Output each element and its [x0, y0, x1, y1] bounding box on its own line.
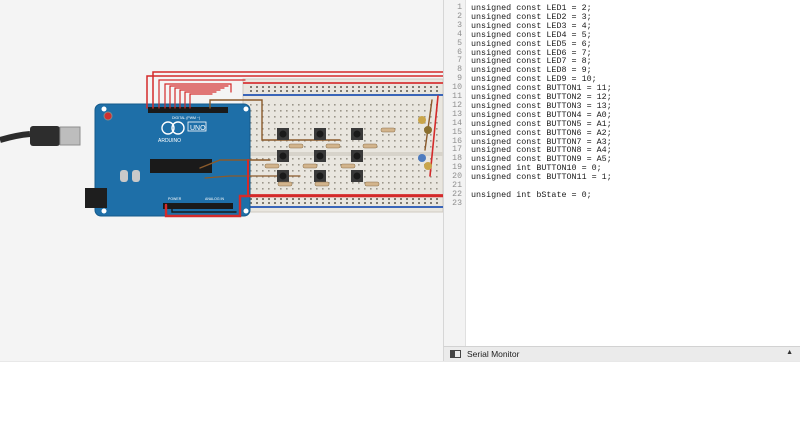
line-number: 16 [452, 136, 462, 146]
line-number: 18 [452, 154, 462, 164]
serial-monitor-icon[interactable] [450, 350, 461, 358]
code-line[interactable]: unsigned const LED8 = 9; [471, 65, 592, 76]
resistor [340, 163, 356, 169]
code-line[interactable]: unsigned const LED1 = 2; [471, 3, 592, 13]
serial-monitor-label[interactable]: Serial Monitor [467, 349, 520, 359]
code-line[interactable]: unsigned const BUTTON4 = A0; [471, 109, 612, 120]
line-number: 15 [452, 127, 462, 137]
power-jack [85, 188, 107, 208]
wires[interactable] [146, 71, 443, 218]
circuit-drawing[interactable]: ARDUINO UNO DIGITAL (PWM ~) POWER ANALOG… [0, 0, 443, 361]
board-brand-text: ARDUINO [158, 138, 181, 144]
circuit-canvas[interactable]: ARDUINO UNO DIGITAL (PWM ~) POWER ANALOG… [0, 0, 443, 361]
line-number: 21 [452, 181, 462, 190]
code-line[interactable]: unsigned const LED3 = 4; [471, 20, 592, 31]
line-number: 19 [452, 163, 462, 173]
push-button[interactable] [351, 128, 363, 140]
led[interactable] [424, 126, 432, 134]
resistor [302, 163, 318, 169]
power-label: POWER [168, 197, 182, 201]
capacitor [132, 170, 140, 182]
arduino-board[interactable]: ARDUINO UNO DIGITAL (PWM ~) POWER ANALOG… [85, 103, 251, 217]
code-line[interactable]: unsigned const BUTTON9 = A5; [471, 154, 612, 165]
code-line[interactable]: unsigned const LED5 = 6; [471, 38, 592, 49]
usb-cable[interactable] [0, 126, 81, 146]
digital-header [148, 107, 228, 113]
push-button[interactable] [351, 170, 363, 182]
atmega-chip [150, 159, 212, 173]
code-line[interactable]: unsigned const BUTTON11 = 1; [471, 172, 612, 183]
led[interactable] [418, 154, 426, 162]
board-model-text: UNO [190, 125, 206, 132]
push-button[interactable] [277, 128, 289, 140]
code-line[interactable]: unsigned const BUTTON8 = A4; [471, 145, 612, 156]
code-line[interactable]: unsigned const BUTTON6 = A2; [471, 127, 612, 138]
resistor [362, 143, 378, 149]
line-number: 4 [457, 29, 462, 39]
code-line[interactable]: unsigned const LED4 = 5; [471, 29, 592, 40]
code-line[interactable]: unsigned int bState = 0; [471, 189, 592, 200]
push-button[interactable] [314, 150, 326, 162]
push-button[interactable] [314, 170, 326, 182]
code-line[interactable]: unsigned const LED6 = 7; [471, 47, 592, 58]
resistor [364, 181, 380, 187]
code-line[interactable]: unsigned const LED9 = 10; [471, 74, 597, 85]
code-line[interactable]: unsigned const LED2 = 3; [471, 11, 592, 22]
code-line[interactable]: unsigned const BUTTON7 = A3; [471, 136, 612, 147]
code-line[interactable]: unsigned const BUTTON1 = 11; [471, 83, 612, 94]
power-analog-header [163, 203, 233, 209]
resistor [314, 181, 330, 187]
breadboard[interactable] [242, 78, 443, 213]
code-line[interactable]: unsigned const BUTTON5 = A1; [471, 118, 612, 129]
push-buttons[interactable] [277, 128, 363, 182]
line-number: 8 [457, 65, 462, 75]
led[interactable] [418, 116, 426, 124]
caret-up-icon[interactable]: ▲ [786, 349, 793, 356]
line-number: 1 [457, 3, 462, 12]
serial-monitor-bar[interactable]: Serial Monitor ▲ [443, 346, 800, 362]
code-line[interactable]: unsigned const BUTTON2 = 12; [471, 92, 612, 102]
resistor [264, 163, 280, 169]
resistors [264, 127, 396, 187]
resistor [380, 127, 396, 133]
leds[interactable] [418, 116, 432, 170]
resistor [277, 181, 293, 187]
line-number: 3 [457, 20, 462, 30]
line-number: 9 [457, 74, 462, 84]
resistor [288, 143, 304, 149]
arduino-logo-icon [161, 121, 185, 135]
push-button[interactable] [351, 150, 363, 162]
line-number: 20 [452, 172, 462, 182]
page-divider [0, 361, 800, 362]
line-number: 17 [452, 145, 462, 155]
resistor [325, 143, 341, 149]
line-number: 13 [452, 109, 462, 119]
reset-button[interactable] [103, 111, 113, 121]
line-number: 10 [452, 83, 462, 93]
code-line[interactable]: unsigned const LED7 = 8; [471, 56, 592, 67]
push-button[interactable] [277, 150, 289, 162]
push-button[interactable] [314, 128, 326, 140]
line-number: 7 [457, 56, 462, 66]
analog-label: ANALOG IN [205, 197, 225, 201]
line-number: 6 [457, 47, 462, 57]
led[interactable] [424, 162, 432, 170]
line-number: 12 [452, 100, 462, 110]
digital-label: DIGITAL (PWM ~) [172, 116, 200, 120]
code-line[interactable]: unsigned const BUTTON3 = 13; [471, 100, 612, 111]
line-number: 2 [457, 11, 462, 21]
line-number: 11 [452, 92, 462, 101]
line-number: 5 [457, 38, 462, 48]
code-line[interactable]: unsigned int BUTTON10 = 0; [471, 163, 602, 174]
line-number: 23 [452, 198, 462, 208]
capacitor [120, 170, 128, 182]
push-button[interactable] [277, 170, 289, 182]
line-number: 22 [452, 189, 462, 199]
line-number: 14 [452, 118, 462, 128]
